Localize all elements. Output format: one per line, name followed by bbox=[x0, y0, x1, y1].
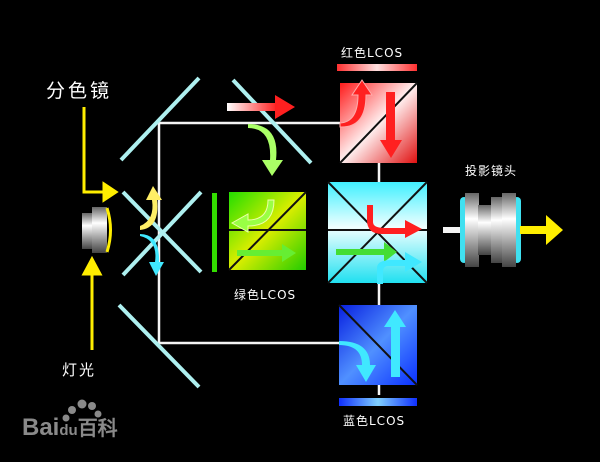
green-curve-arrow-icon bbox=[248, 124, 283, 176]
lamp-label: 灯光 bbox=[62, 361, 97, 379]
baidu-watermark: Baidu百科 bbox=[22, 412, 118, 442]
watermark-baike: 百科 bbox=[77, 418, 118, 440]
watermark-bai: Bai bbox=[22, 414, 60, 441]
output-arrow-icon bbox=[520, 215, 563, 245]
red-lcos-panel bbox=[337, 64, 417, 71]
combiner-prism bbox=[327, 181, 428, 284]
dichroic-mirror-label: 分色镜 bbox=[46, 80, 113, 102]
projection-lens-icon bbox=[460, 193, 521, 267]
split-arrows-icon bbox=[140, 186, 164, 276]
dichroic-mirrors bbox=[117, 76, 313, 389]
red-prism bbox=[339, 79, 418, 164]
blue-lcos-panel bbox=[339, 398, 417, 406]
blue-lcos-label: 蓝色LCOS bbox=[343, 414, 406, 428]
green-lcos-label: 绿色LCOS bbox=[234, 288, 297, 302]
green-prism bbox=[228, 191, 307, 271]
red-lcos-label: 红色LCOS bbox=[341, 46, 404, 60]
pointer-arrows bbox=[81, 107, 119, 350]
green-lcos-panel bbox=[212, 193, 217, 272]
blue-prism bbox=[338, 304, 418, 386]
baidu-paw-logo bbox=[62, 399, 102, 422]
lamp-icon bbox=[82, 207, 112, 253]
projection-lens-label: 投影镜头 bbox=[465, 164, 518, 178]
watermark-du: du bbox=[59, 422, 78, 439]
red-input-arrow-icon bbox=[227, 95, 295, 119]
